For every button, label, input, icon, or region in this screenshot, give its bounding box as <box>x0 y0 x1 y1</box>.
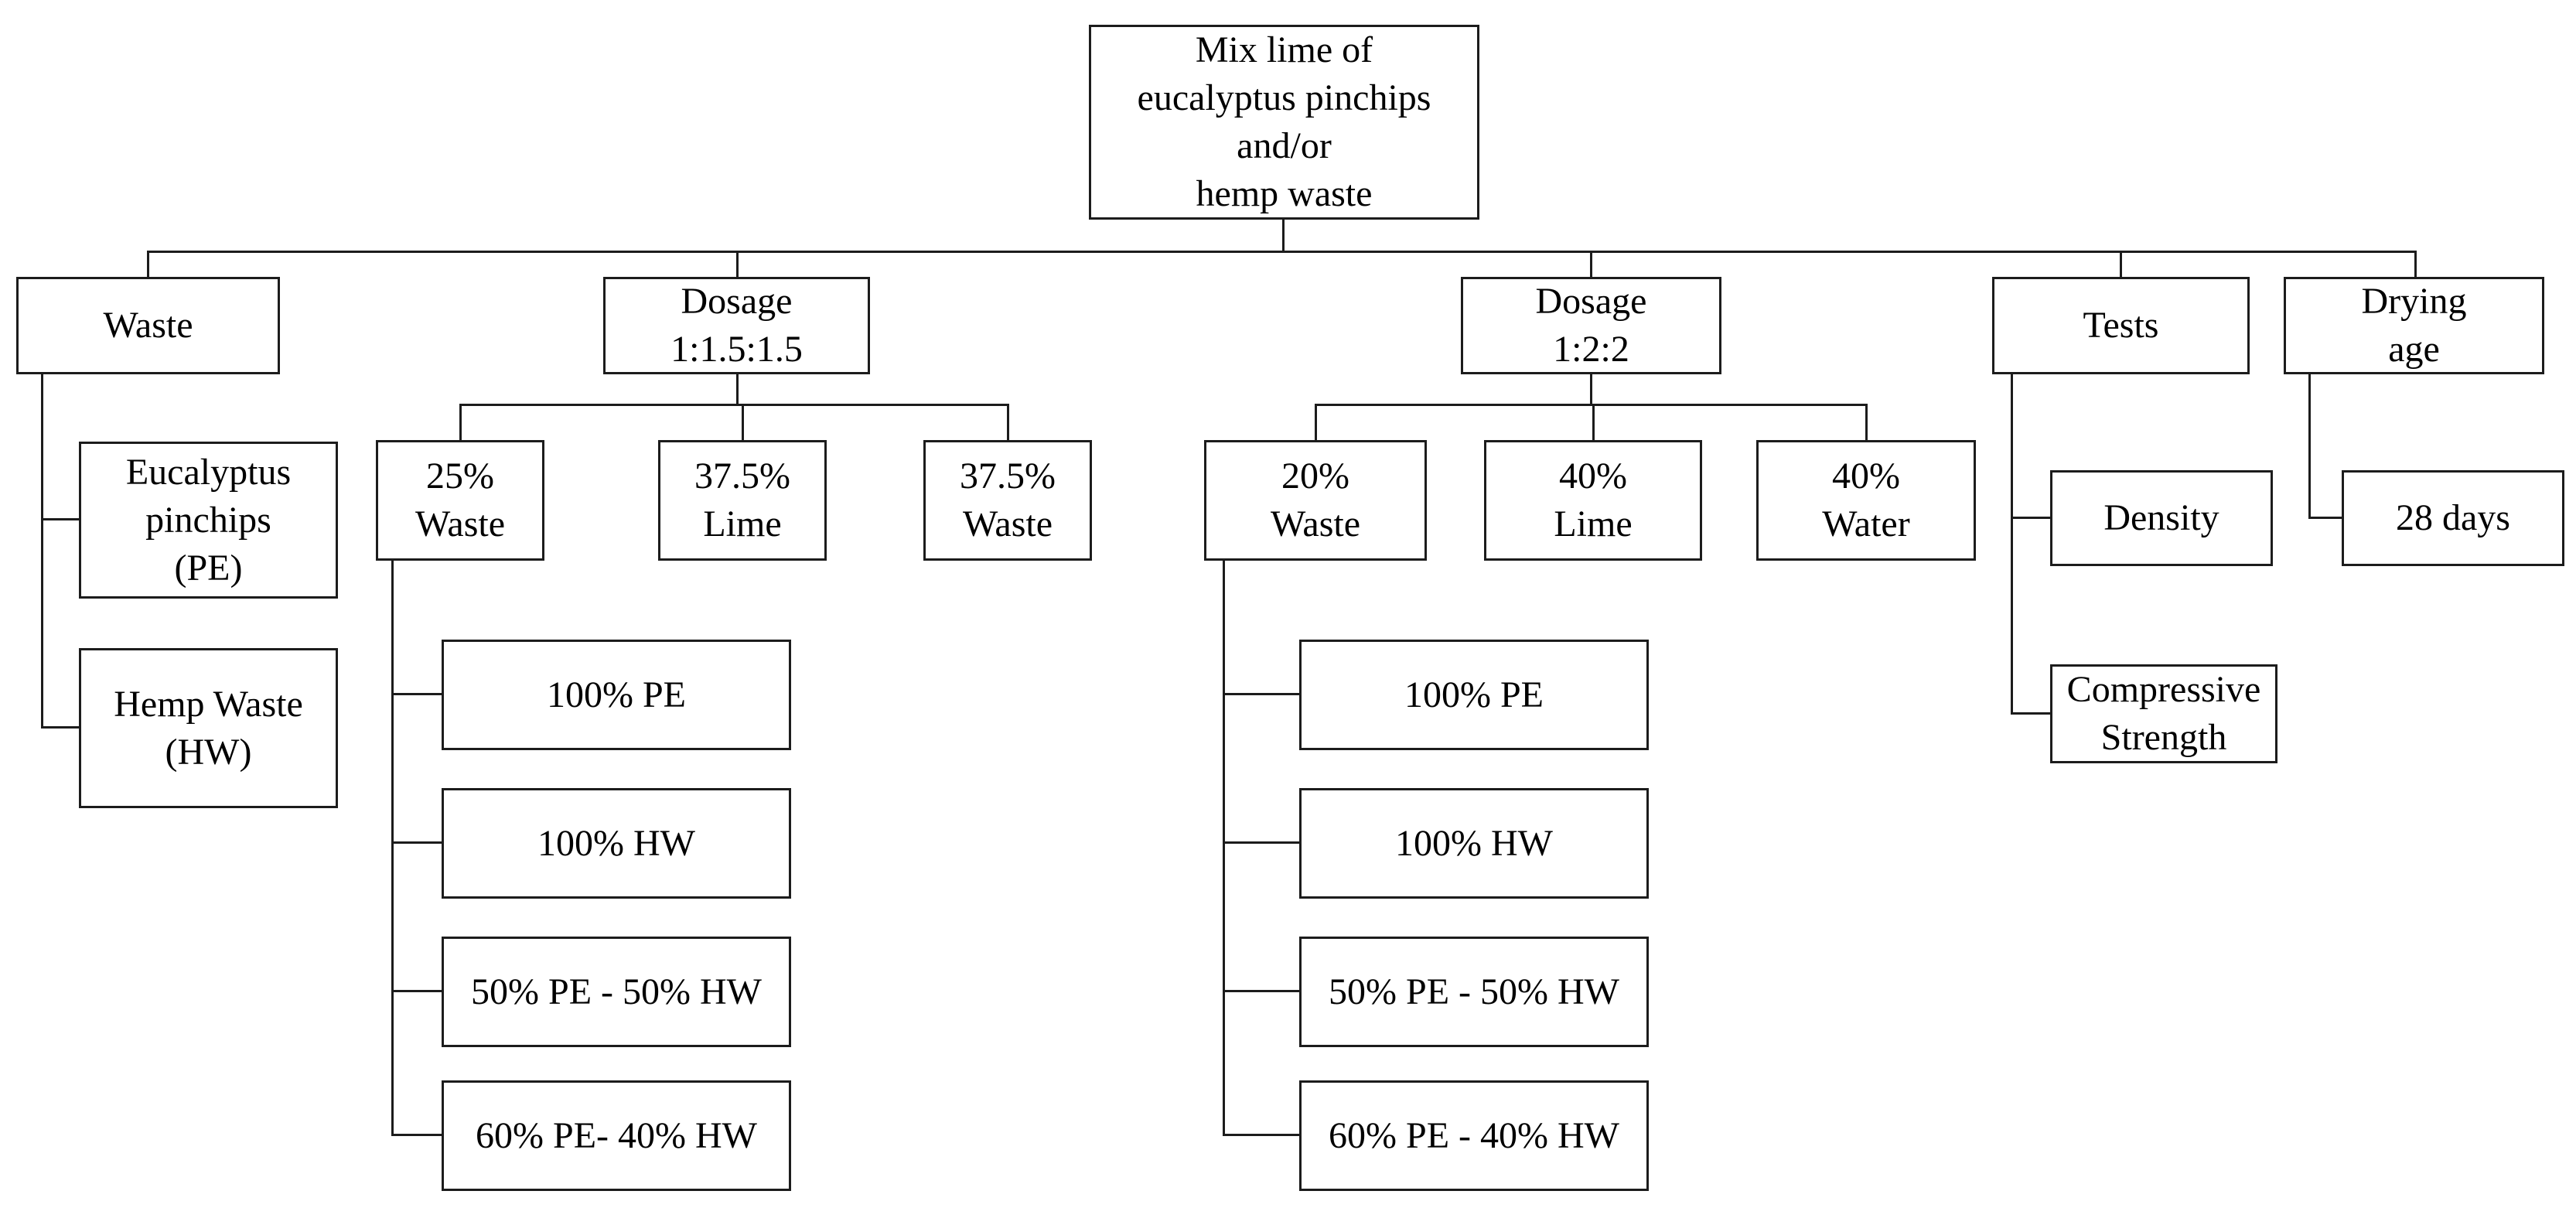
node-d1-100pct-pe: 100% PE <box>442 640 791 750</box>
connector-stub-hemp <box>41 726 79 729</box>
node-28-days: 28 days <box>2342 470 2564 566</box>
connector-tests-spine <box>2011 374 2013 715</box>
node-dosage-1-1p5-1p5: Dosage 1:1.5:1.5 <box>603 277 870 374</box>
node-40pct-lime: 40% Lime <box>1484 440 1702 561</box>
connector-stub-d1-6040 <box>391 1134 442 1136</box>
node-root-mix: Mix lime of eucalyptus pinchips and/or h… <box>1089 25 1479 220</box>
connector-dosage1-rail <box>459 404 1009 406</box>
connector-stub-density <box>2011 517 2050 519</box>
connector-stub-d1-5050 <box>391 990 442 992</box>
connector-drop-dosage2 <box>1590 251 1592 277</box>
connector-drop-drying <box>2414 251 2417 277</box>
connector-waste-spine <box>41 374 43 729</box>
node-37p5pct-lime: 37.5% Lime <box>658 440 827 561</box>
node-dosage-1-2-2: Dosage 1:2:2 <box>1461 277 1721 374</box>
connector-stub-eucalyptus <box>41 518 79 520</box>
node-d1-60pe-40hw: 60% PE- 40% HW <box>442 1080 791 1191</box>
connector-d1-spine <box>391 561 394 1136</box>
node-37p5pct-waste: 37.5% Waste <box>923 440 1092 561</box>
connector-drop-waste25 <box>459 404 462 440</box>
connector-stub-d2-pe <box>1223 693 1299 695</box>
node-drying-age: Drying age <box>2284 277 2544 374</box>
connector-dosage1-drop <box>736 374 739 405</box>
connector-drop-waste20 <box>1315 404 1317 440</box>
connector-dosage2-rail <box>1315 404 1868 406</box>
node-25pct-waste: 25% Waste <box>376 440 544 561</box>
node-20pct-waste: 20% Waste <box>1204 440 1427 561</box>
node-waste: Waste <box>16 277 280 374</box>
node-d1-50pe-50hw: 50% PE - 50% HW <box>442 937 791 1047</box>
node-density: Density <box>2050 470 2273 566</box>
connector-drop-lime40 <box>1592 404 1595 440</box>
connector-dosage2-drop <box>1590 374 1592 405</box>
connector-drying-spine <box>2308 374 2311 519</box>
node-d2-50pe-50hw: 50% PE - 50% HW <box>1299 937 1649 1047</box>
connector-stub-d2-hw <box>1223 841 1299 844</box>
connector-drop-water40 <box>1865 404 1868 440</box>
connector-stub-d2-5050 <box>1223 990 1299 992</box>
node-d2-100pct-hw: 100% HW <box>1299 788 1649 899</box>
connector-d2-spine <box>1223 561 1225 1136</box>
node-tests: Tests <box>1992 277 2250 374</box>
connector-stub-28days <box>2308 517 2342 519</box>
connector-drop-waste <box>147 251 149 277</box>
node-compressive-strength: Compressive Strength <box>2050 664 2277 763</box>
connector-drop-tests <box>2120 251 2122 277</box>
connector-stub-d1-hw <box>391 841 442 844</box>
node-40pct-water: 40% Water <box>1756 440 1976 561</box>
connector-main-rail <box>147 251 2417 253</box>
node-eucalyptus-pinchips: Eucalyptus pinchips (PE) <box>79 442 338 599</box>
connector-stub-d2-6040 <box>1223 1134 1299 1136</box>
node-d2-60pe-40hw: 60% PE - 40% HW <box>1299 1080 1649 1191</box>
node-hemp-waste: Hemp Waste (HW) <box>79 648 338 808</box>
connector-root-drop <box>1282 220 1285 253</box>
connector-drop-lime375 <box>742 404 744 440</box>
connector-drop-waste375 <box>1007 404 1009 440</box>
connector-stub-compressive <box>2011 712 2050 715</box>
connector-stub-d1-pe <box>391 693 442 695</box>
node-d2-100pct-pe: 100% PE <box>1299 640 1649 750</box>
connector-drop-dosage1 <box>736 251 739 277</box>
node-d1-100pct-hw: 100% HW <box>442 788 791 899</box>
